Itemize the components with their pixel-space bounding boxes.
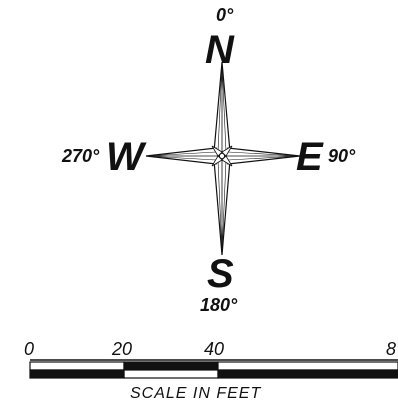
east-bearing-label: 90°: [328, 146, 356, 166]
compass-rose-graphic: [145, 61, 301, 256]
scale-bar: 0 20 40 8 SCALE IN FEET: [0, 336, 398, 410]
scale-segment-5: [29, 369, 125, 379]
scale-segment-3: [123, 369, 219, 379]
east-label: E: [296, 135, 323, 179]
scale-tick-80: 8: [386, 339, 397, 359]
scale-segment-1: [29, 361, 125, 371]
west-label: W: [106, 135, 144, 179]
south-bearing-label: 180°: [200, 295, 238, 315]
scale-bar-graphic: [29, 359, 398, 379]
scale-tick-20: 20: [112, 339, 133, 359]
scale-segment-4: [217, 361, 398, 371]
scale-segment-2: [123, 361, 219, 371]
scale-tick-40: 40: [204, 339, 225, 359]
compass-rose: 0° N E 90° W 270° S 180°: [62, 5, 356, 315]
north-bearing-label: 0°: [216, 5, 234, 25]
north-label: N: [205, 28, 234, 72]
west-bearing-label: 270°: [62, 146, 100, 166]
scale-segment-6: [217, 369, 398, 379]
scale-caption: SCALE IN FEET: [130, 385, 262, 402]
south-label: S: [207, 252, 234, 296]
scale-tick-0: 0: [24, 339, 35, 359]
compass-star-icon: [145, 61, 301, 256]
